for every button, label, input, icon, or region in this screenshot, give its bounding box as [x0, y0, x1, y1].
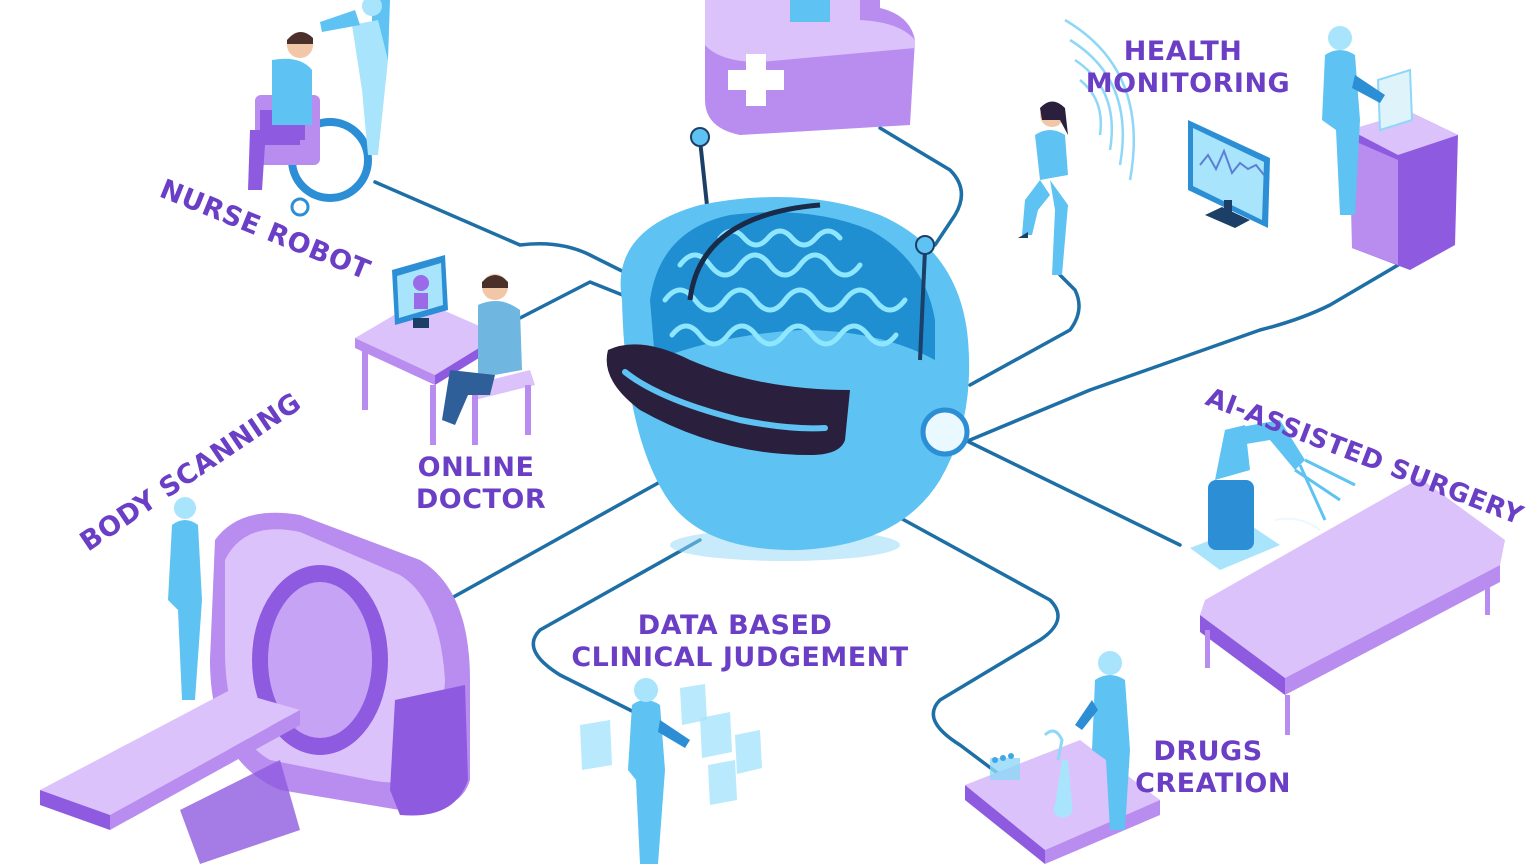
- nurse-robot-illustration: [248, 0, 390, 217]
- wire-drugs-creation: [893, 513, 1060, 777]
- wire-ai-surgery: [963, 438, 1182, 547]
- wire-health-monitoring: [968, 273, 1081, 387]
- wire-nurse-robot: [373, 180, 642, 282]
- ai-surgery-illustration: [1190, 420, 1505, 735]
- label-nurse-robot: NURSE ROBOT: [155, 174, 374, 287]
- connector-lines: [373, 126, 1412, 777]
- wire-body-scanning: [428, 480, 662, 612]
- drugs-creation-illustration: [965, 651, 1160, 864]
- ear-sensor: [920, 407, 970, 457]
- wire-data-based: [531, 538, 702, 722]
- body-scanning-illustration: [40, 497, 470, 864]
- online-doctor-illustration: [355, 255, 535, 445]
- wire-pharmacy-top: [878, 126, 964, 247]
- label-online-doctor: ONLINE DOCTOR: [416, 452, 546, 515]
- data-clinical-illustration: [580, 678, 762, 864]
- wire-lab-cabinet: [968, 256, 1412, 442]
- label-health-monitoring: HEALTH MONITORING: [1086, 36, 1290, 99]
- signal-waves-icon: [1064, 18, 1136, 181]
- medical-cross-icon: [728, 54, 784, 106]
- brain-folds: [662, 228, 908, 347]
- label-drugs-creation: DRUGS CREATION: [1135, 736, 1291, 799]
- health-monitoring-illustration: [1018, 18, 1270, 275]
- wire-online-doctor: [518, 280, 637, 320]
- lab-robot-illustration: [1322, 26, 1458, 270]
- reception-desk-illustration: [705, 0, 915, 135]
- label-data-based-clinical-judgement: DATA BASED CLINICAL JUDGEMENT: [571, 610, 908, 673]
- ai-robot-head: [606, 127, 970, 561]
